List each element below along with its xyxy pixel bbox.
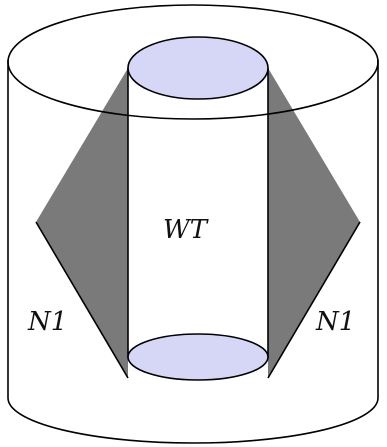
left-wedge <box>36 68 128 378</box>
outer-cylinder-top-rim <box>7 4 379 120</box>
inner-bottom-disk <box>127 333 269 381</box>
inner-top-disk <box>127 36 269 100</box>
outer-cylinder-bottom-rim <box>7 397 379 444</box>
label-right: N1 <box>315 307 355 337</box>
label-center: WT <box>163 215 209 245</box>
left-wedge-edge <box>35 221 129 379</box>
right-wedge-edge <box>267 221 361 379</box>
label-left: N1 <box>27 307 67 337</box>
right-wedge <box>268 68 360 378</box>
inner-cylinder-body <box>128 68 268 358</box>
